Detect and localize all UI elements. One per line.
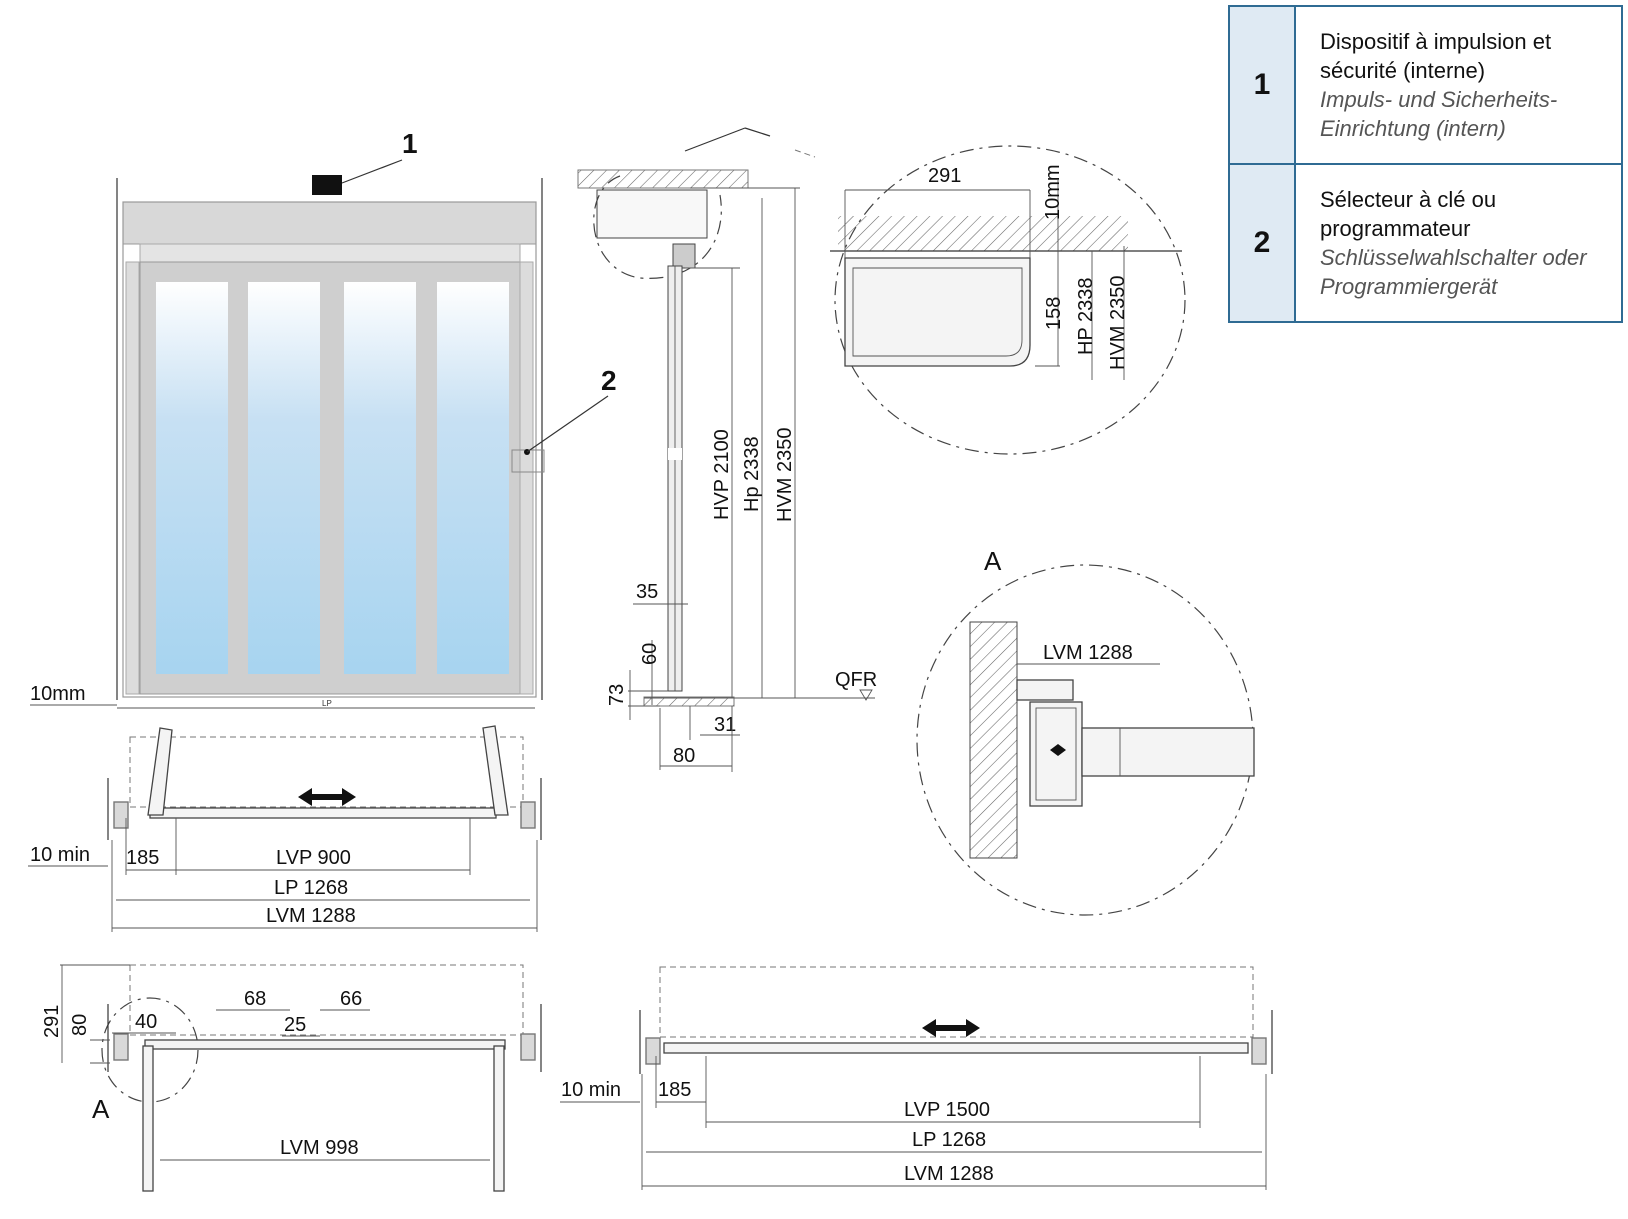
dim-60: 60 bbox=[639, 643, 661, 665]
legend-table: 1 Dispositif à impulsion et sécurité (in… bbox=[1228, 5, 1623, 323]
plan-open: 10 min 185 LVP 900 LP 1268 LVM 1288 bbox=[28, 725, 542, 932]
bottom-gap-label: 10mm bbox=[30, 683, 86, 705]
folded-depth-291: 291 bbox=[41, 1005, 63, 1038]
plan-closed: 10 min 185 LVP 1500 LP 1268 LVM 1288 bbox=[560, 966, 1273, 1190]
hvm-dimension: HVM 2350 bbox=[774, 428, 796, 523]
plan-folded: 291 80 40 68 25 66 A LVM 998 bbox=[41, 964, 542, 1192]
folded-lvm-998: LVM 998 bbox=[280, 1137, 359, 1159]
folded-dim-80: 80 bbox=[69, 1014, 91, 1036]
hp-dimension: Hp 2338 bbox=[741, 436, 763, 512]
detail-hvm-2350: HVM 2350 bbox=[1107, 276, 1129, 371]
legend-number: 1 bbox=[1228, 5, 1296, 165]
folded-dim-40: 40 bbox=[135, 1011, 157, 1033]
slide-arrow-closed bbox=[922, 1019, 980, 1037]
vertical-section: HVP 2100 Hp 2338 HVM 2350 35 60 73 31 80… bbox=[577, 127, 877, 772]
folded-detail-letter: A bbox=[92, 1094, 110, 1124]
folded-dim-68: 68 bbox=[244, 988, 266, 1010]
legend-text-de: Schlüsselwahlschalter oder Programmierge… bbox=[1320, 245, 1587, 299]
detail-a: A LVM 1288 bbox=[916, 546, 1255, 916]
plan-open-side-185: 185 bbox=[126, 847, 159, 869]
dim-31: 31 bbox=[714, 714, 736, 736]
front-elevation: 1 2 10mm LP bbox=[30, 128, 617, 709]
callout-1: 1 bbox=[402, 128, 418, 159]
hvp-dimension: HVP 2100 bbox=[711, 429, 733, 520]
plan-closed-side-185: 185 bbox=[658, 1079, 691, 1101]
plan-closed-lp: LP 1268 bbox=[912, 1129, 986, 1151]
plan-open-lp: LP 1268 bbox=[274, 877, 348, 899]
folded-dim-66: 66 bbox=[340, 988, 362, 1010]
floor-label: QFR bbox=[835, 669, 877, 691]
dim-35: 35 bbox=[636, 581, 658, 603]
dim-73: 73 bbox=[606, 684, 628, 706]
header-width-291: 291 bbox=[928, 165, 961, 187]
legend-text: Sélecteur à clé ou programmateur Schlüss… bbox=[1294, 163, 1623, 323]
lp-width-label: LP bbox=[322, 699, 332, 708]
detail-hp-2338: HP 2338 bbox=[1075, 278, 1097, 355]
detail-a-lvm: LVM 1288 bbox=[1043, 642, 1133, 664]
detail-a-letter: A bbox=[984, 546, 1002, 576]
door-leaves bbox=[125, 261, 534, 695]
folded-dim-25: 25 bbox=[284, 1014, 306, 1036]
legend-text-fr: Dispositif à impulsion et sécurité (inte… bbox=[1320, 29, 1552, 83]
legend-row: 2 Sélecteur à clé ou programmateur Schlü… bbox=[1228, 163, 1623, 323]
header-height-158: 158 bbox=[1043, 297, 1065, 330]
legend-row: 1 Dispositif à impulsion et sécurité (in… bbox=[1228, 5, 1623, 165]
impulse-device bbox=[312, 175, 342, 195]
plan-open-lvm: LVM 1288 bbox=[266, 905, 356, 927]
legend-text-fr: Sélecteur à clé ou programmateur bbox=[1320, 187, 1497, 241]
header-detail: 291 10mm 158 HP 2338 HVM 2350 bbox=[830, 145, 1186, 455]
plan-closed-min-gap: 10 min bbox=[561, 1079, 621, 1101]
plan-closed-lvm: LVM 1288 bbox=[904, 1163, 994, 1185]
plan-open-lvp: LVP 900 bbox=[276, 847, 351, 869]
legend-text: Dispositif à impulsion et sécurité (inte… bbox=[1294, 5, 1623, 165]
dim-80: 80 bbox=[673, 745, 695, 767]
callout-2: 2 bbox=[601, 365, 617, 396]
plan-open-min-gap: 10 min bbox=[30, 844, 90, 866]
plan-closed-lvp: LVP 1500 bbox=[904, 1099, 990, 1121]
legend-number: 2 bbox=[1228, 163, 1296, 323]
legend-text-de: Impuls- und Sicherheits-Einrichtung (int… bbox=[1320, 87, 1558, 141]
ceiling-gap-10mm: 10mm bbox=[1042, 164, 1064, 220]
slide-arrow-open bbox=[298, 788, 356, 806]
